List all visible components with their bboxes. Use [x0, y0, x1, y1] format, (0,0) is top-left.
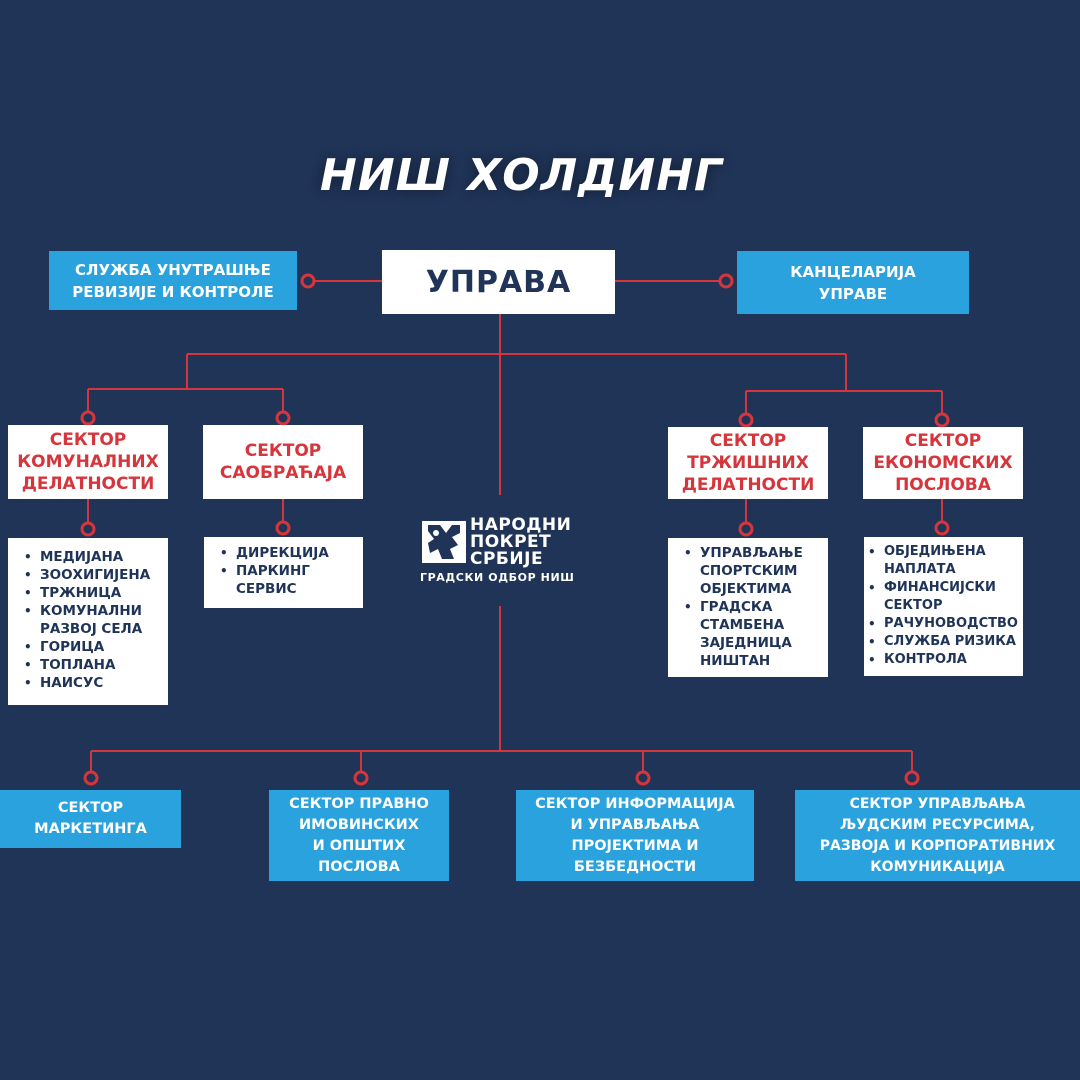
sector-label-line: И УПРАВЉАЊА	[570, 816, 700, 833]
page-title: НИШ ХОЛДИНГ	[320, 150, 724, 201]
sector-list-market: УПРАВЉАЊЕ СПОРТСКИМ ОБЈЕКТИМА ГРАДСКА СТ…	[668, 538, 828, 677]
internal-audit-line-2: РЕВИЗИЈЕ И КОНТРОЛЕ	[72, 282, 274, 301]
list-item: ДИРЕКЦИЈА	[220, 544, 355, 562]
sector-label-line: БЕЗБЕДНОСТИ	[573, 858, 697, 875]
list-item: ГРАДСКА СТАМБЕНА ЗАЈЕДНИЦА НИШТАН	[684, 598, 820, 670]
management-office-box: КАНЦЕЛАРИЈА УПРАВЕ	[737, 251, 969, 314]
internal-audit-line-1: СЛУЖБА УНУТРАШЊЕ	[75, 260, 271, 279]
sector-label-line: СЕКТОР	[244, 441, 322, 461]
list-item: ЗООХИГИЈЕНА	[24, 566, 160, 584]
sector-label-line: ТРЖИШНИХ	[687, 453, 809, 473]
sector-label-line: ДЕЛАТНОСТИ	[681, 475, 815, 495]
bottom-sector-information: СЕКТОР ИНФОРМАЦИЈА И УПРАВЉАЊА ПРОЈЕКТИМ…	[516, 790, 754, 881]
sector-label-line: РАЗВОЈА И КОРПОРАТИВНИХ	[819, 837, 1056, 854]
sector-list-traffic: ДИРЕКЦИЈА ПАРКИНГ СЕРВИС	[204, 537, 363, 608]
list-item: МЕДИЈАНА	[24, 548, 160, 566]
sector-label-line: ПОСЛОВА	[318, 858, 400, 875]
list-item: ТРЖНИЦА	[24, 584, 160, 602]
management-label: УПРАВА	[425, 264, 572, 300]
logo-subtitle: ГРАДСКИ ОДБОР НИШ	[420, 571, 575, 584]
management-box: УПРАВА	[382, 250, 615, 314]
sector-label-line: СЕКТОР	[49, 430, 127, 450]
sector-label-line: СЕКТОР	[709, 431, 787, 451]
management-office-line-1: КАНЦЕЛАРИЈА	[790, 262, 916, 281]
list-item: СЛУЖБА РИЗИКА	[868, 633, 1021, 651]
list-item: ОБЈЕДИЊЕНА НАПЛАТА	[868, 543, 1021, 579]
sector-label-line: МАРКЕТИНГА	[34, 821, 147, 837]
sector-label-line: САОБРАЋАЈА	[219, 463, 347, 483]
bottom-sector-legal: СЕКТОР ПРАВНО ИМОВИНСКИХ И ОПШТИХ ПОСЛОВ…	[269, 790, 449, 881]
sector-label-line: КОМУНАЛНИХ	[17, 452, 159, 472]
list-item: ПАРКИНГ СЕРВИС	[220, 562, 355, 598]
bottom-sector-marketing: СЕКТОР МАРКЕТИНГА	[0, 790, 181, 848]
logo-line-1: НАРОДНИ	[470, 515, 572, 535]
list-item: ТОПЛАНА	[24, 656, 160, 674]
sector-box-traffic: СЕКТОР САОБРАЋАЈА	[203, 425, 363, 499]
list-item: РАЧУНОВОДСТВО	[868, 615, 1021, 633]
sector-list-communal: МЕДИЈАНА ЗООХИГИЈЕНА ТРЖНИЦА КОМУНАЛНИ Р…	[8, 538, 168, 705]
list-item: УПРАВЉАЊЕ СПОРТСКИМ ОБЈЕКТИМА	[684, 544, 820, 598]
sector-label-line: ИМОВИНСКИХ	[298, 816, 419, 833]
sector-label-line: СЕКТОР	[904, 431, 982, 451]
sector-label-line: ДЕЛАТНОСТИ	[21, 474, 155, 494]
sector-label-line: КОМУНИКАЦИЈА	[870, 858, 1005, 875]
sector-label-line: ПРОЈЕКТИМА И	[571, 837, 699, 854]
list-item: ГОРИЦА	[24, 638, 160, 656]
party-logo: НАРОДНИ ПОКРЕТ СРБИЈЕ ГРАДСКИ ОДБОР НИШ	[418, 516, 590, 586]
party-emblem-icon	[422, 521, 466, 563]
sector-list-economic: ОБЈЕДИЊЕНА НАПЛАТА ФИНАНСИЈСКИ СЕКТОР РА…	[864, 537, 1023, 676]
sector-box-market: СЕКТОР ТРЖИШНИХ ДЕЛАТНОСТИ	[668, 427, 828, 499]
bottom-sector-hr: СЕКТОР УПРАВЉАЊА ЉУДСКИМ РЕСУРСИМА, РАЗВ…	[795, 790, 1080, 881]
list-item: ФИНАНСИЈСКИ СЕКТОР	[868, 579, 1021, 615]
logo-line-2: ПОКРЕТ	[470, 532, 552, 552]
list-item: КОНТРОЛА	[868, 651, 1021, 669]
sector-label-line: СЕКТОР ИНФОРМАЦИЈА	[535, 795, 735, 812]
sector-box-economic: СЕКТОР ЕКОНОМСКИХ ПОСЛОВА	[863, 427, 1023, 499]
sector-label-line: ЉУДСКИМ РЕСУРСИМА,	[840, 816, 1035, 833]
sector-label-line: ЕКОНОМСКИХ	[873, 453, 1013, 473]
list-item: НАИСУС	[24, 674, 160, 692]
sector-label-line: И ОПШТИХ	[312, 837, 406, 854]
sector-label-line: СЕКТОР УПРАВЉАЊА	[849, 795, 1026, 812]
management-office-line-2: УПРАВЕ	[818, 284, 888, 303]
logo-line-3: СРБИЈЕ	[470, 549, 544, 569]
list-item: КОМУНАЛНИ РАЗВОЈ СЕЛА	[24, 602, 160, 638]
sector-label-line: СЕКТОР ПРАВНО	[289, 795, 429, 812]
internal-audit-box: СЛУЖБА УНУТРАШЊЕ РЕВИЗИЈЕ И КОНТРОЛЕ	[49, 251, 297, 310]
sector-box-communal: СЕКТОР КОМУНАЛНИХ ДЕЛАТНОСТИ	[8, 425, 168, 499]
sector-label-line: ПОСЛОВА	[895, 475, 991, 495]
sector-label-line: СЕКТОР	[57, 800, 124, 816]
